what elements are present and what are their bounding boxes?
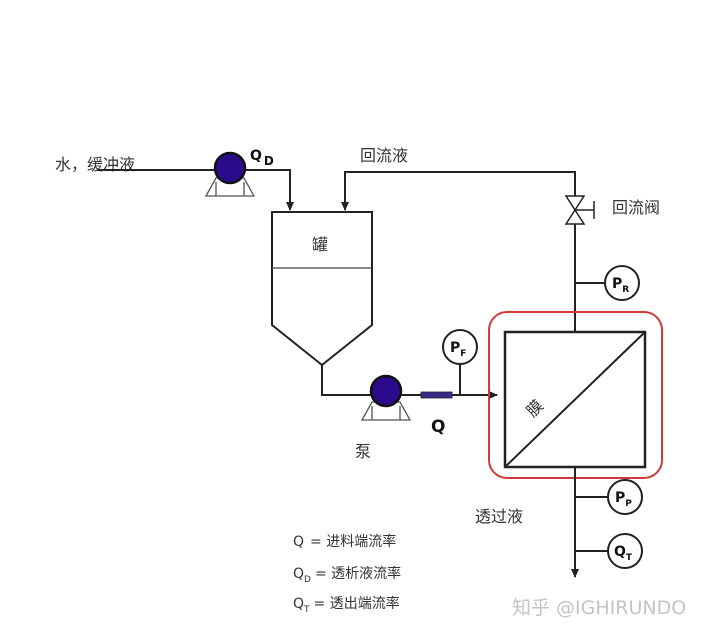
tank-label: 罐 [312, 235, 328, 254]
flow-gauge-qt: QT [575, 533, 643, 569]
pressure-gauge-pp: PP [575, 479, 643, 515]
membrane-module: 膜 [503, 330, 647, 469]
pressure-gauge-pf: PF [442, 329, 478, 395]
svg-text:QT: QT [614, 544, 633, 563]
legend-item: QT= 透出端流率 [293, 595, 400, 615]
svg-text:PR: PR [612, 276, 629, 295]
feed-line: 水，缓冲液 [55, 155, 294, 211]
feed-pump-icon [360, 374, 412, 421]
feed-line-to-membrane [321, 365, 498, 399]
feed-label: 水，缓冲液 [55, 155, 135, 174]
return-valve-label: 回流阀 [612, 198, 660, 217]
legend: Q= 进料端流率 QD= 透析液流率 QT= 透出端流率 [293, 533, 401, 615]
flowmeter-icon [420, 391, 453, 399]
watermark: 知乎 @IGHIRUNDO [512, 597, 686, 619]
return-liquid-label: 回流液 [360, 146, 408, 165]
return-valve-icon [564, 195, 595, 225]
pressure-gauge-pr: PR [575, 265, 640, 301]
svg-text:PF: PF [450, 340, 466, 359]
legend-item: Q= 进料端流率 [293, 533, 396, 550]
permeate-label: 透过液 [475, 507, 523, 526]
legend-item: QD= 透析液流率 [293, 565, 401, 585]
return-line [341, 171, 576, 332]
svg-text:PP: PP [615, 490, 632, 509]
pump-label: 泵 [355, 442, 371, 461]
flow-q-label: Q [431, 417, 445, 437]
tank: 罐 [271, 211, 373, 367]
diafiltration-pump-icon [204, 151, 256, 197]
